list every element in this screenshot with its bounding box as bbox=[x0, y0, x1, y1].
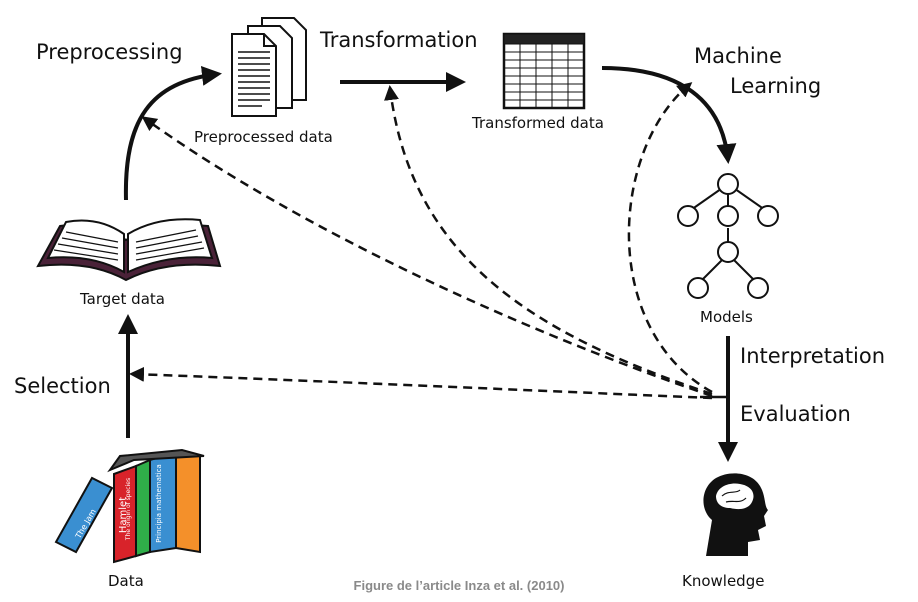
label-transformed-data: Transformed data bbox=[472, 114, 604, 132]
feedback-to-preprocessing bbox=[141, 116, 713, 398]
data-books-icon bbox=[54, 448, 205, 564]
feedback-to-selection bbox=[129, 366, 713, 400]
label-evaluation: Evaluation bbox=[740, 402, 851, 426]
arrow-machine-learning bbox=[601, 66, 737, 164]
transformed-data-icon bbox=[502, 32, 586, 110]
knowledge-head-icon bbox=[703, 473, 768, 556]
label-knowledge: Knowledge bbox=[682, 572, 765, 590]
target-data-icon bbox=[36, 218, 222, 282]
feedback-to-transformation bbox=[384, 85, 713, 396]
label-data: Data bbox=[108, 572, 144, 590]
label-preprocessing: Preprocessing bbox=[36, 40, 183, 64]
label-models: Models bbox=[700, 308, 753, 326]
label-selection: Selection bbox=[14, 374, 111, 398]
label-machine-learning-line-2: Learning bbox=[730, 74, 822, 98]
label-interpretation: Interpretation bbox=[740, 344, 886, 368]
models-icon bbox=[677, 173, 779, 299]
book-spine-4: Principia mathematica bbox=[154, 464, 163, 543]
label-target-data: Target data bbox=[80, 290, 165, 308]
book-spine-3: The origin of species bbox=[125, 477, 133, 541]
preprocessed-data-icon bbox=[231, 17, 307, 117]
arrow-preprocessing bbox=[123, 65, 222, 201]
label-transformation: Transformation bbox=[320, 28, 478, 52]
label-machine-learning-line-1: Machine bbox=[694, 44, 782, 68]
feedback-to-machine-learning bbox=[627, 82, 713, 394]
label-preprocessed-data: Preprocessed data bbox=[194, 128, 333, 146]
figure-caption: Figure de l’article Inza et al. (2010) bbox=[353, 578, 565, 593]
